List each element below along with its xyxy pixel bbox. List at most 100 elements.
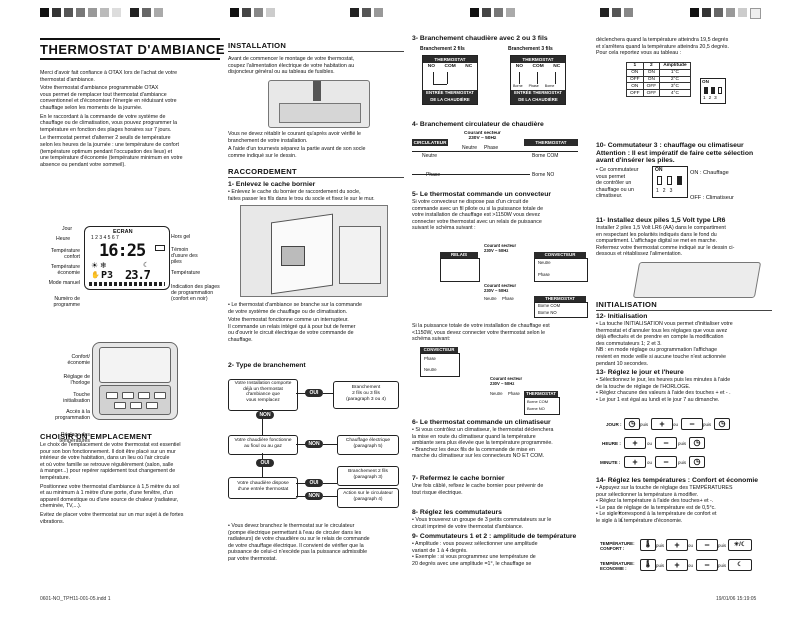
minus-button[interactable]: − (681, 418, 703, 430)
step1-text-2: • Le thermostat d'ambiance se branche su… (228, 302, 362, 343)
step12-text: • La touche INITIALISATION vous permet d… (596, 321, 733, 367)
plus-button[interactable]: + (651, 418, 673, 430)
choose-location-title: CHOISIR UN EMPLACEMENT (40, 432, 153, 441)
registration-square (52, 8, 61, 17)
clock-button-minute: ◷ (689, 456, 705, 468)
registration-square (702, 8, 711, 17)
sun-icon: ☀ (91, 261, 99, 270)
lcd-time: 16:25 (99, 241, 146, 261)
battery-icon (155, 245, 165, 251)
registration-square (76, 8, 85, 17)
step9-title: 9- Commutateurs 1 et 2 : amplitude de te… (412, 533, 577, 540)
moon-icon: ☾ (620, 518, 626, 524)
plus-button[interactable]: + (624, 437, 646, 449)
registration-square (242, 8, 251, 17)
circulateur-phase-row: Phase Borne NO (412, 164, 590, 184)
step5-text: Si votre convecteur ne dispose pas d'un … (412, 199, 544, 232)
plus-button[interactable]: + (666, 559, 688, 571)
registration-square (64, 8, 73, 17)
registration-square (482, 8, 491, 17)
step12-title: 12- Initialisation (596, 313, 648, 320)
clock-button-heure: ◷ (689, 437, 705, 449)
registration-square (612, 8, 621, 17)
registration-square (230, 8, 239, 17)
minus-button[interactable]: − (655, 456, 677, 468)
step6-title: 6- Le thermostat commande un climatiseur (412, 419, 551, 426)
choose-location-text: Le choix de l'emplacement de votre therm… (40, 442, 184, 525)
raccordement-title: RACCORDEMENT (228, 167, 297, 176)
footer-file: 0601-NO_TPH11-001-05.indd 1 (40, 596, 111, 602)
intro-text: Merci d'avoir fait confiance à OTAX lors… (40, 70, 183, 168)
sun-moon-button: ☀/☾ (728, 539, 752, 551)
registration-square (624, 8, 633, 17)
registration-square (130, 8, 139, 17)
flow-result-2: Chauffage électrique(paragraph 5) (337, 435, 399, 455)
dip-switch-mode: ON 123 (652, 166, 688, 198)
title-rule (40, 38, 220, 40)
screwdriver-icon (313, 81, 321, 101)
moon-icon: ☾ (143, 262, 150, 269)
step13-title: 13- Réglez le jour et l'heure (596, 369, 684, 376)
program-bar (89, 282, 165, 286)
registration-square (154, 8, 163, 17)
sun-icon: ☀ (617, 511, 623, 517)
page-title: THERMOSTAT D'AMBIANCE (40, 42, 225, 57)
step2-title: 2- Type de branchement (228, 362, 306, 369)
section-rule (228, 51, 404, 52)
screwdriver-drawing (268, 80, 370, 128)
print-registration-bar (0, 0, 802, 22)
registration-square (40, 8, 49, 17)
flow-yes-2: OUI (256, 459, 274, 467)
step11-text: Installer 2 piles 1,5 Volt LR6 (AA) dans… (596, 225, 735, 258)
wall-mount-drawing (240, 205, 388, 297)
screen-label: ECRAN (113, 229, 133, 235)
device-screen (99, 347, 171, 383)
step2-text: • Vous devez branchez le thermostat sur … (228, 523, 370, 562)
flow-yes-3: OUI (305, 479, 323, 487)
step13-text: • Sélectionnez le jour, les heures puis … (596, 377, 731, 403)
hand-icon: ✋ (91, 272, 100, 279)
branchement-2-fils-label: Branchement 2 fils (420, 46, 465, 52)
registration-square (362, 8, 371, 17)
registration-square (112, 8, 121, 17)
off-climatiseur-label: OFF : Climatiseur (690, 195, 734, 201)
registration-square (88, 8, 97, 17)
thermometer-button: 🌡 (640, 539, 656, 551)
clock-setting-rows: JOUR : ◷ puis + ou − puis ◷ HEURE : + ou… (596, 417, 776, 473)
branchement-3-fils-label: Branchement 3 fils (508, 46, 553, 52)
on-chauffage-label: ON : Chauffage (690, 170, 729, 176)
plus-button[interactable]: + (624, 456, 646, 468)
step10-title: 10- Commutateur 3 : chauffage ou climati… (596, 142, 754, 165)
temperature-setting-rows: TEMPÉRATURE:CONFORT : 🌡 puis + ou − puis… (596, 535, 776, 575)
installation-title: INSTALLATION (228, 41, 287, 50)
registration-square (350, 8, 359, 17)
step5-text-2: Si la puissance totale de votre installa… (412, 323, 550, 343)
minus-button[interactable]: − (696, 539, 718, 551)
registration-square (100, 8, 109, 17)
registration-square (470, 8, 479, 17)
registration-square (738, 8, 747, 17)
step7-text: Une fois câblé, refixez le cache bornier… (412, 483, 544, 496)
registration-square (750, 8, 761, 19)
clock-button-confirm: ◷ (714, 418, 730, 430)
flow-no-2: NON (305, 440, 323, 448)
minus-button[interactable]: − (655, 437, 677, 449)
moon-button: ☾ (728, 559, 752, 571)
registration-square (494, 8, 503, 17)
clock-button-jour: ◷ (624, 418, 640, 430)
step14-text: • Appuyez sur la touche de réglage des T… (596, 485, 733, 524)
registration-square (254, 8, 263, 17)
lcd-screen: ECRAN 1 2 3 4 5 6 7 16:25 ☀ ❄ ☾ ✋ P3 23.… (84, 226, 170, 290)
step1-title: 1- Enlevez le cache bornier (228, 181, 316, 188)
step11-title: 11- Installez deux piles 1,5 Volt type L… (596, 217, 726, 224)
minus-button[interactable]: − (696, 559, 718, 571)
plus-button[interactable]: + (666, 539, 688, 551)
